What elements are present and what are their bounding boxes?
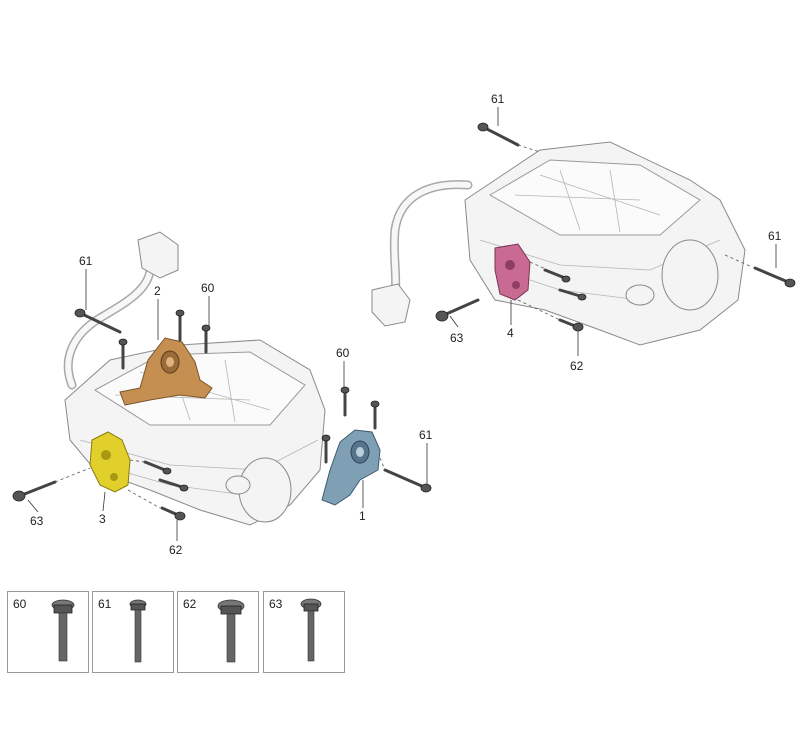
callout-61-upper-right: 61 [768,229,782,243]
bolt-61-upper-right [753,266,790,284]
callout-61-lower-right: 61 [419,428,433,442]
legend-label-63: 63 [269,597,283,611]
upper-housing-top [489,159,701,236]
bolt-60-icon [51,599,75,662]
callout-61-upper-top: 61 [491,92,505,106]
legend-label-61: 61 [98,597,112,611]
callout-part-2: 2 [154,284,161,298]
lower-left-drive-unit [12,231,432,526]
bolt-63-upper [442,298,480,317]
bolt-62-icon [217,599,245,663]
upper-output-flange [661,239,719,311]
callout-62-lower: 62 [169,543,183,557]
bolt-61-lower-right [383,468,426,489]
callout-labels: 61 61 63 4 62 61 2 60 60 61 1 63 3 62 [27,92,782,557]
mount-3 [89,431,131,493]
bolt-61-lower-left [80,312,122,334]
callout-62-upper: 62 [570,359,584,373]
callout-63-lower: 63 [30,514,44,528]
callout-part-3: 3 [99,512,106,526]
bolt-63-icon [300,598,322,662]
legend-label-60: 60 [13,597,27,611]
mount-1 [321,429,381,506]
mount-4 [494,243,531,301]
upper-output-shaft [625,284,655,306]
lower-coolant-fitting [137,231,179,279]
upper-right-drive-unit [371,122,796,346]
callout-60-right: 60 [336,346,350,360]
legend-bolt-63: 63 [263,591,345,673]
legend-bolt-62: 62 [177,591,259,673]
upper-coolant-fitting [371,283,411,327]
lower-output-shaft [225,475,251,495]
legend-label-62: 62 [183,597,197,611]
bolt-62-upper [558,318,577,328]
callout-61-lower-left: 61 [79,254,93,268]
callout-60-lower: 60 [201,281,215,295]
callout-part-4: 4 [507,326,514,340]
bolt-61-upper-top [483,126,520,147]
bolt-61-icon [129,599,147,663]
legend-bolt-60: 60 [7,591,89,673]
bolt-63-lower [20,480,57,497]
callout-63-upper: 63 [450,331,464,345]
callout-part-1: 1 [359,509,366,523]
legend-bolt-61: 61 [92,591,174,673]
